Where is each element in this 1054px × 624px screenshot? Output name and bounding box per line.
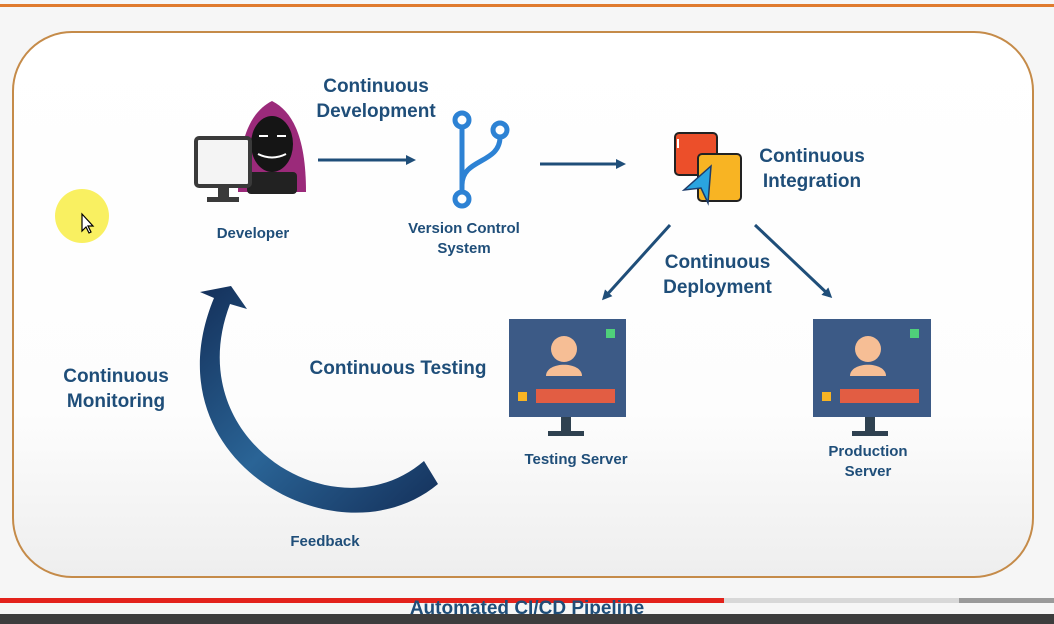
label-version-control-system: Version Control System bbox=[408, 220, 520, 257]
arrow-ci-to-production bbox=[753, 223, 833, 299]
label-feedback: Feedback bbox=[290, 533, 360, 550]
label-testing-server: Testing Server bbox=[524, 451, 628, 468]
label-developer: Developer bbox=[216, 225, 290, 242]
git-branch-icon bbox=[452, 110, 510, 209]
player-controls-strip bbox=[0, 614, 1054, 624]
arrow-ci-to-testing bbox=[601, 223, 672, 301]
monitor-user-icon bbox=[813, 319, 931, 436]
feedback-curved-arrow bbox=[199, 286, 438, 513]
label-continuous-integration: Continuous Integration bbox=[759, 146, 865, 192]
slide-caption: Automated CI/CD Pipeline bbox=[409, 598, 645, 619]
label-continuous-deployment: Continuous Deployment bbox=[663, 252, 772, 298]
mouse-pointer-icon bbox=[81, 212, 95, 234]
label-continuous-development: Continuous Development bbox=[316, 76, 436, 122]
slide-frame bbox=[12, 31, 1034, 578]
label-continuous-monitoring: Continuous Monitoring bbox=[63, 366, 169, 412]
top-accent-rule bbox=[0, 4, 1054, 7]
hooded-developer-icon bbox=[194, 101, 306, 202]
ci-windows-icon bbox=[674, 132, 742, 206]
label-production-server: Production Server bbox=[828, 443, 908, 480]
monitor-user-icon bbox=[509, 319, 626, 436]
label-continuous-testing: Continuous Testing bbox=[309, 358, 487, 379]
video-progress-played[interactable] bbox=[0, 598, 724, 603]
